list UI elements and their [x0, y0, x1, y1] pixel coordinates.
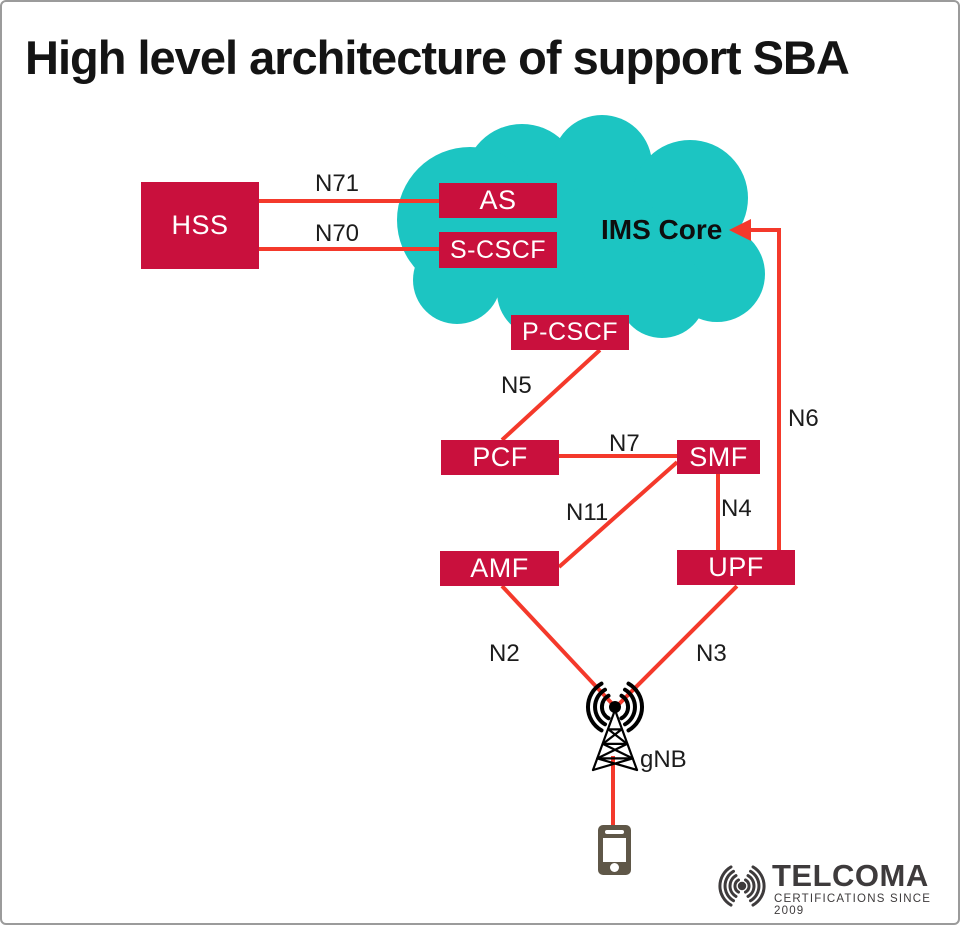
node-smf: SMF — [677, 440, 760, 474]
phone-home-button — [610, 863, 619, 872]
interface-label-n4: N4 — [721, 495, 752, 522]
node-hss: HSS — [141, 182, 259, 269]
node-s-cscf: S-CSCF — [439, 232, 557, 268]
logo-wordmark: TELCOMA — [772, 858, 929, 893]
ue-phone-icon — [598, 825, 631, 875]
interface-label-n7: N7 — [609, 430, 640, 457]
link-n7-line — [559, 454, 677, 458]
telcoma-logo-icon — [718, 865, 766, 907]
logo-tagline: CERTIFICATIONS SINCE 2009 — [774, 893, 932, 917]
link-n4-line — [716, 472, 720, 552]
interface-label-n71: N71 — [315, 170, 360, 197]
node-amf: AMF — [440, 551, 559, 586]
link-n6-vertical-line — [777, 228, 781, 552]
ims-core-cloud — [397, 115, 765, 338]
interface-label-n5: N5 — [501, 372, 532, 399]
interface-label-n2: N2 — [489, 640, 520, 667]
gnb-to-ue-line — [611, 756, 615, 830]
node-pcf: PCF — [441, 440, 559, 475]
interface-label-n6: N6 — [788, 405, 819, 432]
gnb-label: gNB — [640, 746, 687, 773]
page-title: High level architecture of support SBA — [25, 31, 850, 84]
n6-arrowhead — [729, 219, 751, 241]
interface-label-n70: N70 — [315, 220, 360, 247]
link-n71-line — [259, 199, 439, 203]
ims-core-label: IMS Core — [601, 214, 723, 245]
node-p-cscf: P-CSCF — [511, 315, 629, 350]
phone-screen — [603, 838, 626, 862]
link-n6-horizontal-line — [748, 228, 781, 232]
phone-speaker-bar — [605, 830, 624, 834]
gnb-tower-icon — [585, 681, 645, 772]
interface-label-n11: N11 — [566, 499, 609, 526]
link-n70-line — [259, 247, 439, 251]
node-upf: UPF — [677, 550, 795, 585]
interface-label-n3: N3 — [696, 640, 727, 667]
node-as: AS — [439, 183, 557, 218]
